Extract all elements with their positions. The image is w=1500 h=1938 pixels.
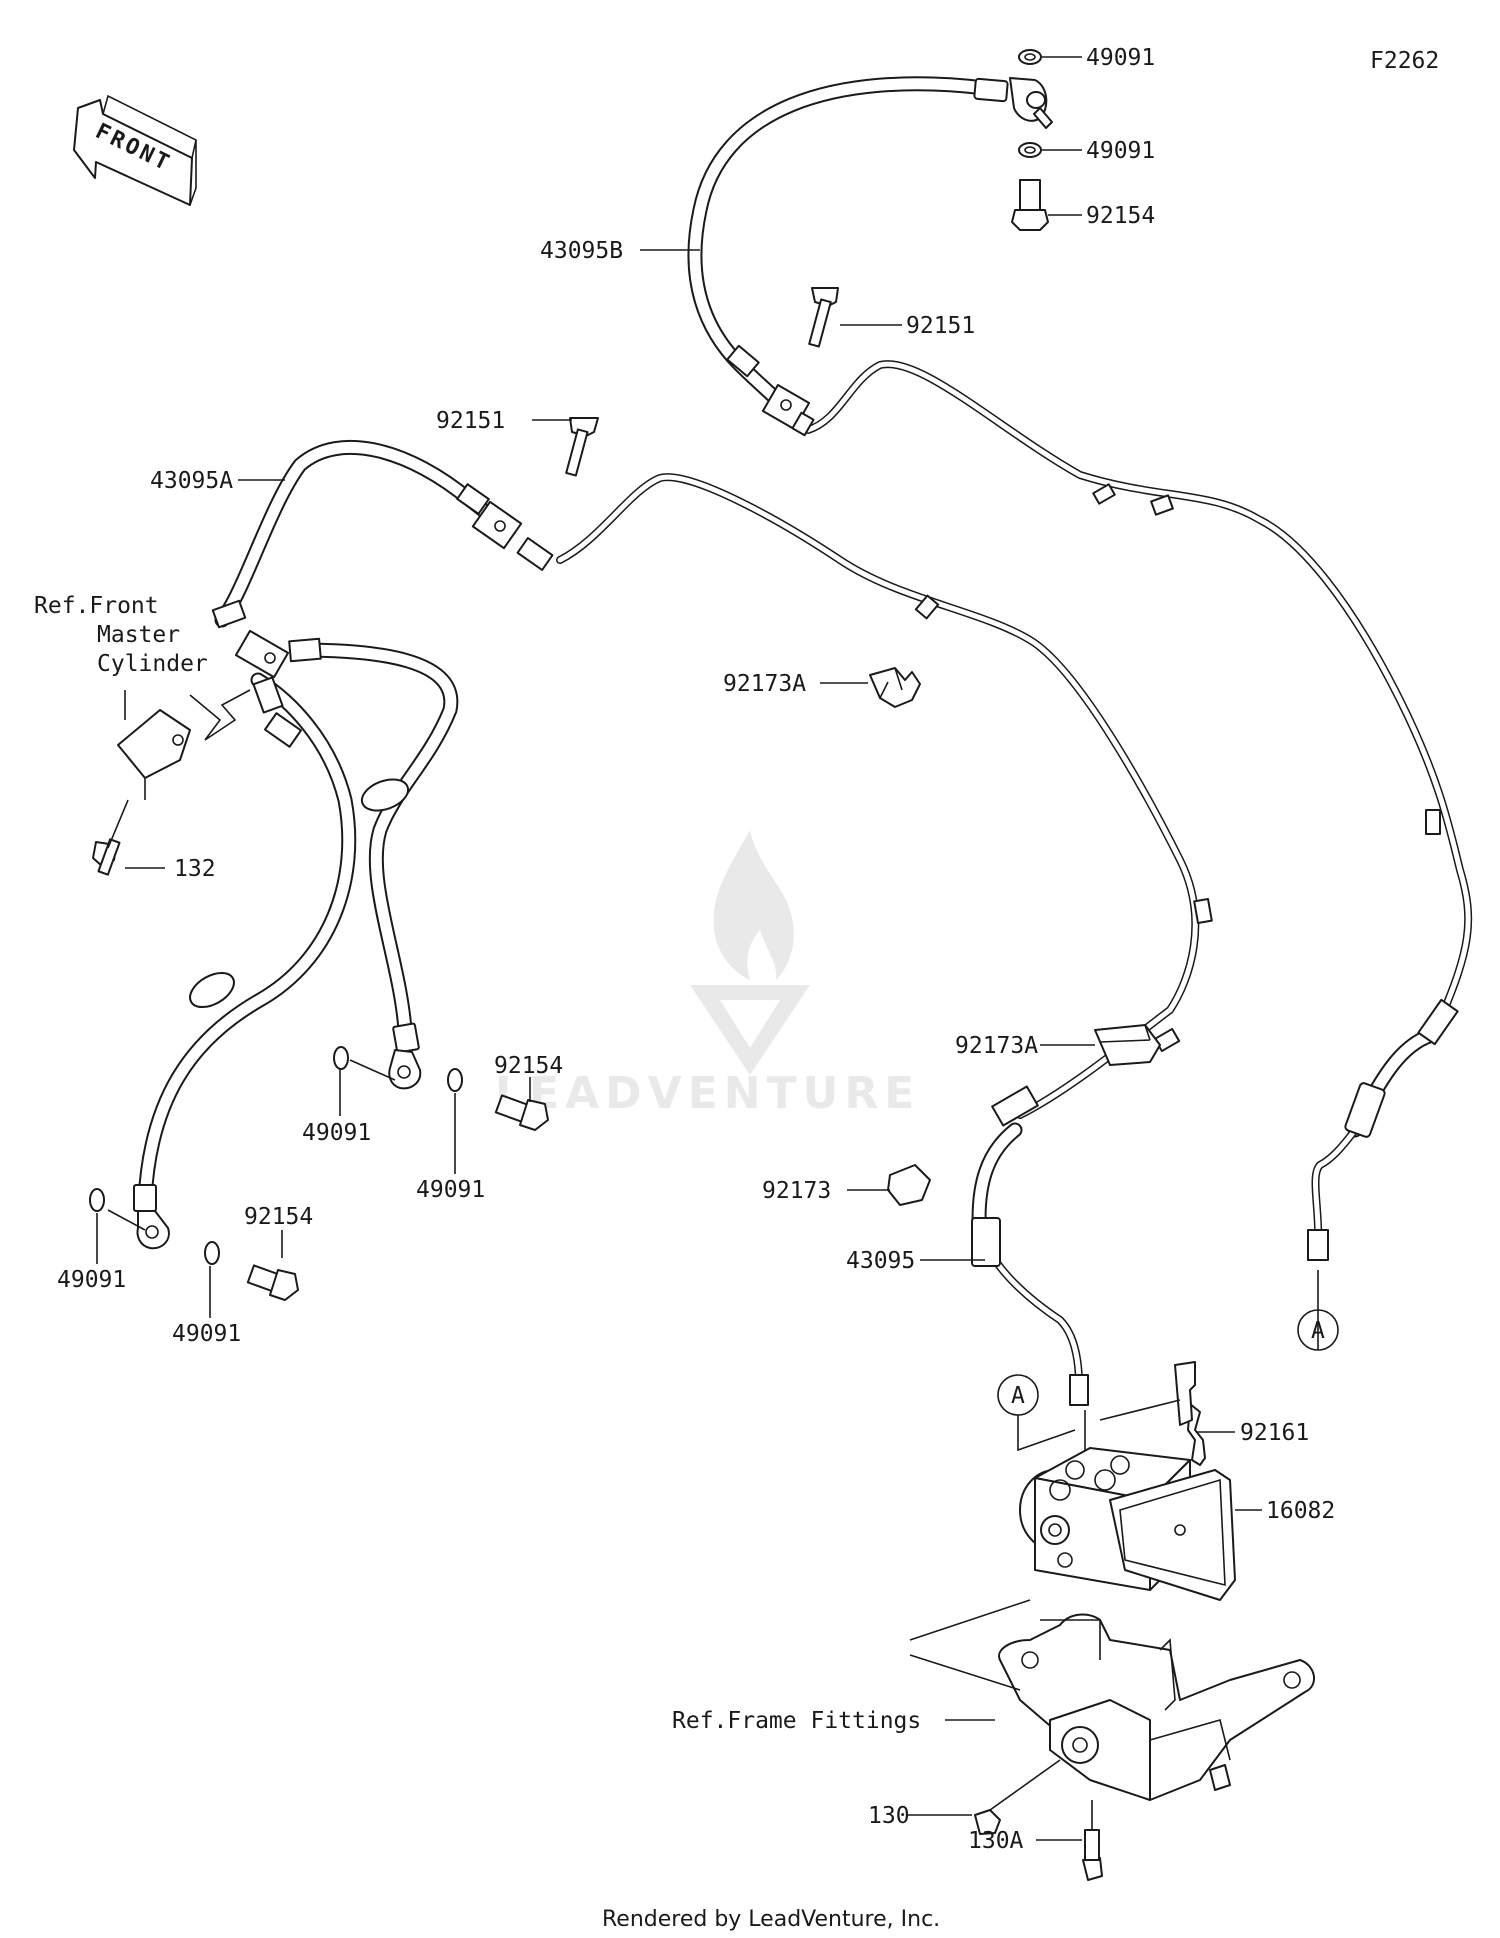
frame-bracket <box>998 1552 1315 1801</box>
diagram-code: F2262 <box>1370 48 1439 74</box>
part-49091-mid2: 49091 <box>416 1177 485 1203</box>
master-cylinder-ref <box>117 689 251 800</box>
part-43095B: 43095B <box>540 238 623 264</box>
leader-lines <box>96 56 1319 1841</box>
hose-43095B <box>687 76 993 423</box>
part-92154-low: 92154 <box>244 1204 313 1230</box>
connector-a-marker <box>997 1309 1339 1416</box>
ref-master-cylinder-line1: Ref.Front <box>34 593 159 619</box>
part-92161: 92161 <box>1240 1420 1309 1446</box>
ref-master-cylinder-line2: Master <box>97 622 180 648</box>
shield-92161 <box>1174 1361 1196 1426</box>
brake-pipe-upper <box>804 360 1473 1249</box>
part-130: 130 <box>868 1803 910 1829</box>
clamp-92173 <box>887 1164 931 1206</box>
fittings <box>133 77 1459 1406</box>
footer-credit: Rendered by LeadVenture, Inc. <box>602 1907 940 1932</box>
part-92154-mid: 92154 <box>494 1053 563 1079</box>
part-16082: 16082 <box>1266 1498 1335 1524</box>
part-130A: 130A <box>968 1828 1024 1854</box>
part-49091-low1: 49091 <box>57 1267 126 1293</box>
part-92154-top: 92154 <box>1086 203 1155 229</box>
front-arrow-icon <box>73 94 197 206</box>
part-49091-mid1: 49091 <box>302 1120 371 1146</box>
hardware <box>89 49 1103 1881</box>
clamp-92173A-lower <box>1094 1024 1161 1066</box>
ref-frame-fittings: Ref.Frame Fittings <box>672 1708 921 1734</box>
part-49091-top2: 49091 <box>1086 138 1155 164</box>
ref-master-cylinder-line3: Cylinder <box>97 651 208 677</box>
part-92151-right: 92151 <box>906 313 975 339</box>
part-132: 132 <box>174 856 216 882</box>
part-92173A-lower: 92173A <box>955 1033 1038 1059</box>
connector-a-label-left: A <box>1011 1383 1025 1409</box>
part-92173A-upper: 92173A <box>723 671 806 697</box>
part-43095A: 43095A <box>150 468 233 494</box>
part-49091-low2: 49091 <box>172 1321 241 1347</box>
part-49091-top1: 49091 <box>1086 45 1155 71</box>
watermark-text: LEADVENTURE <box>495 1068 920 1119</box>
part-92173: 92173 <box>762 1178 831 1204</box>
part-92151-left: 92151 <box>436 408 505 434</box>
part-43095: 43095 <box>846 1248 915 1274</box>
watermark-logo <box>690 830 810 1075</box>
clamp-92173A-upper <box>869 667 921 708</box>
abs-unit-16082 <box>1019 1403 1236 1601</box>
